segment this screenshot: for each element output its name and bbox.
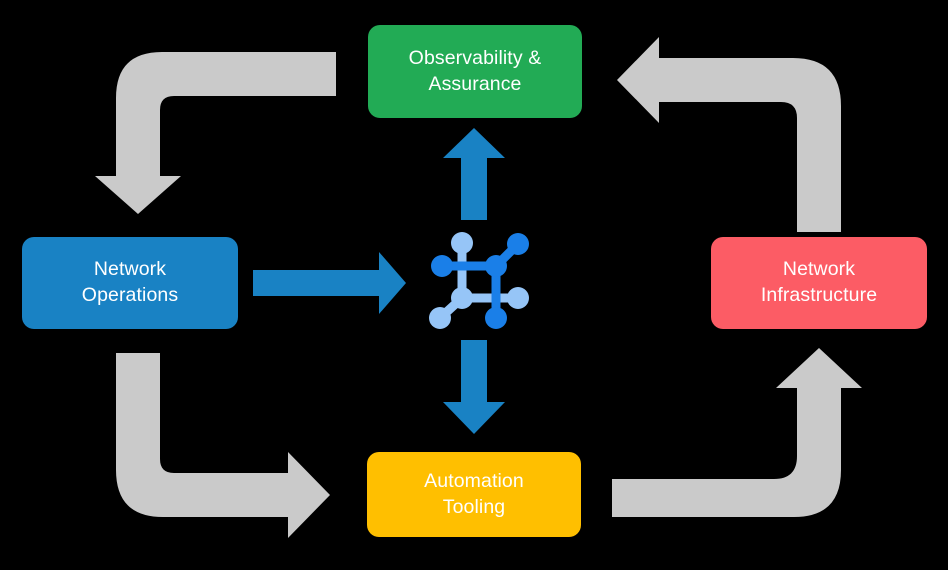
arrow-observability-to-operations bbox=[95, 52, 336, 214]
arrow-center-to-automation bbox=[443, 340, 505, 434]
node-observability-assurance[interactable]: Observability & Assurance bbox=[368, 25, 582, 118]
topology-node-left bbox=[431, 255, 453, 277]
arrow-operations-to-center bbox=[253, 252, 406, 314]
topology-node-right-low bbox=[507, 287, 529, 309]
arrow-automation-to-infrastructure bbox=[612, 348, 862, 517]
topology-node-bottom-mid bbox=[485, 307, 507, 329]
node-automation-tooling[interactable]: Automation Tooling bbox=[367, 452, 581, 537]
topology-node-center-low bbox=[451, 287, 473, 309]
network-topology-icon bbox=[429, 232, 529, 329]
arrow-center-to-observability bbox=[443, 128, 505, 220]
node-network-operations[interactable]: Network Operations bbox=[22, 237, 238, 329]
topology-node-hub bbox=[485, 255, 507, 277]
node-infrastructure-label: Network Infrastructure bbox=[760, 258, 878, 306]
node-automation-label: Automation Tooling bbox=[424, 469, 524, 518]
topology-node-bottom-left bbox=[429, 307, 451, 329]
topology-node-top-right bbox=[507, 233, 529, 255]
node-operations-label: Network Operations bbox=[81, 258, 179, 306]
topology-node-top-left bbox=[451, 232, 473, 254]
node-network-infrastructure[interactable]: Network Infrastructure bbox=[711, 237, 927, 329]
node-observability-label: Observability & Assurance bbox=[408, 46, 542, 95]
arrow-infrastructure-to-observability bbox=[617, 37, 841, 232]
arrow-operations-to-automation bbox=[116, 353, 330, 538]
topology-nodes bbox=[429, 232, 529, 329]
